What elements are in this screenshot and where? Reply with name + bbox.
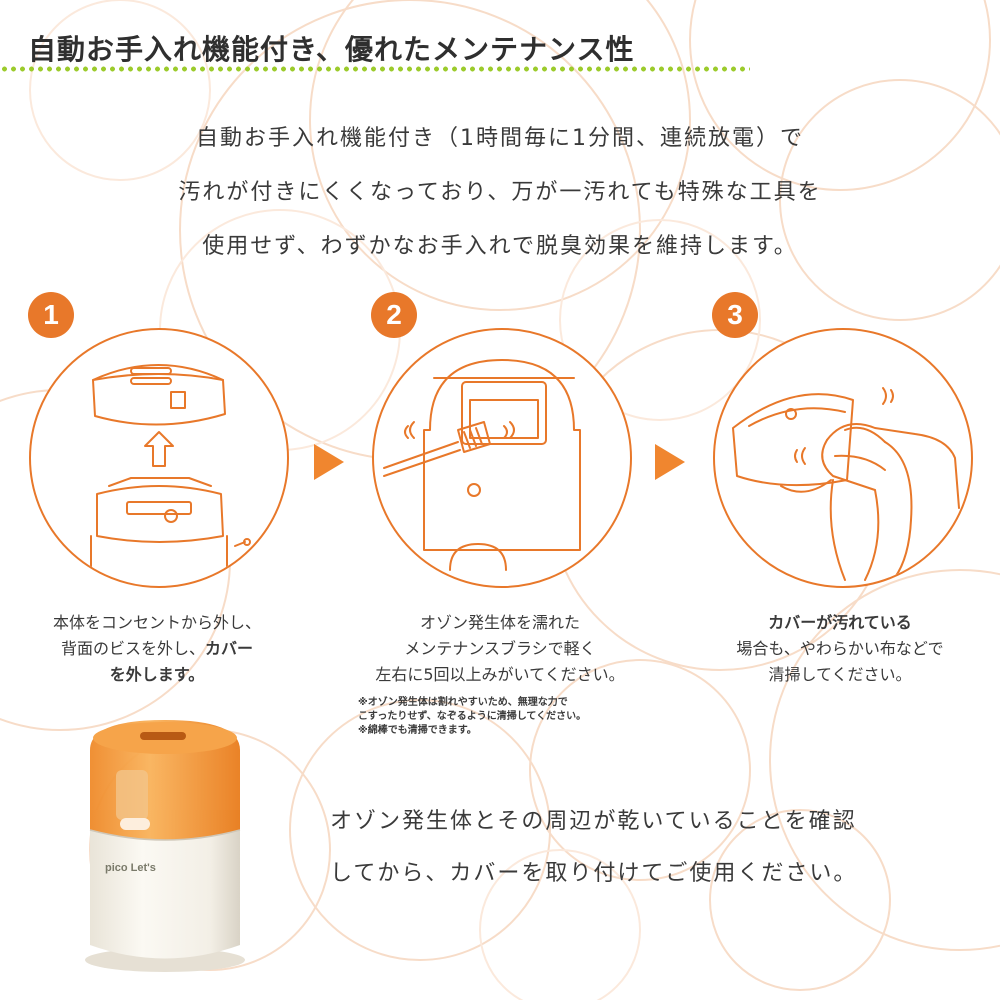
final-paragraph: オゾン発生体とその周辺が乾いていることを確認 してから、カバーを取り付けてご使用… [330,796,857,900]
dotted-divider [0,66,750,72]
caption-line: 本体をコンセントから外し、 [52,613,261,632]
caption-line: を外します。 [109,665,205,684]
step-2-caption: オゾン発生体を濡れた メンテナンスブラシで軽く 左右に5回以上みがいてください。 [330,610,670,688]
caption-line: オゾン発生体を濡れた [419,613,580,632]
intro-line: 使用せず、わずかなお手入れで脱臭効果を維持します。 [202,234,798,259]
note-line: こすったりせず、なぞるように清掃してください。 [358,711,587,722]
step-1-illustration [29,328,289,588]
step-1-caption: 本体をコンセントから外し、 背面のビスを外し、カバー を外します。 [12,610,302,688]
note-line: ※オゾン発生体は割れやすいため、無理な力で [358,697,568,708]
caption-line: メンテナンスブラシで軽く [404,639,596,658]
section-heading: 自動お手入れ機能付き、優れたメンテナンス性 [28,33,635,66]
step-3-badge: 3 [712,292,758,338]
product-logo: pico Let's [105,862,156,874]
step-arrow [314,444,344,480]
caption-line: 清掃してください。 [768,665,912,684]
step-2-notes: ※オゾン発生体は割れやすいため、無理な力で こすったりせず、なぞるように清掃して… [358,696,586,738]
cloth-wipe-illustration [732,387,960,581]
brush-cleaning-illustration [383,359,581,571]
step-arrow [655,444,685,480]
note-line: ※綿棒でも清掃できます。 [358,725,477,736]
intro-paragraph: 自動お手入れ機能付き（1時間毎に1分間、連続放電）で 汚れが付きにくくなっており… [60,112,940,274]
step-3-caption: カバーが汚れている 場合も、やわらかい布などで 清掃してください。 [690,610,990,688]
step-1-badge: 1 [28,292,74,338]
caption-line: 背面のビスを外し、カバー [60,639,254,658]
step-2-illustration [372,328,632,588]
product-image [85,720,245,972]
step-3-illustration [713,328,973,588]
caption-line: 左右に5回以上みがいてください。 [375,665,625,684]
step-2-badge: 2 [371,292,417,338]
final-line: してから、カバーを取り付けてご使用ください。 [330,861,858,886]
cover-removal-illustration [90,364,251,571]
caption-line: 場合も、やわらかい布などで [736,639,944,658]
caption-line: カバーが汚れている [768,613,912,632]
intro-line: 汚れが付きにくくなっており、万が一汚れても特殊な工具を [178,180,822,205]
intro-line: 自動お手入れ機能付き（1時間毎に1分間、連続放電）で [196,126,804,151]
final-line: オゾン発生体とその周辺が乾いていることを確認 [330,809,857,834]
